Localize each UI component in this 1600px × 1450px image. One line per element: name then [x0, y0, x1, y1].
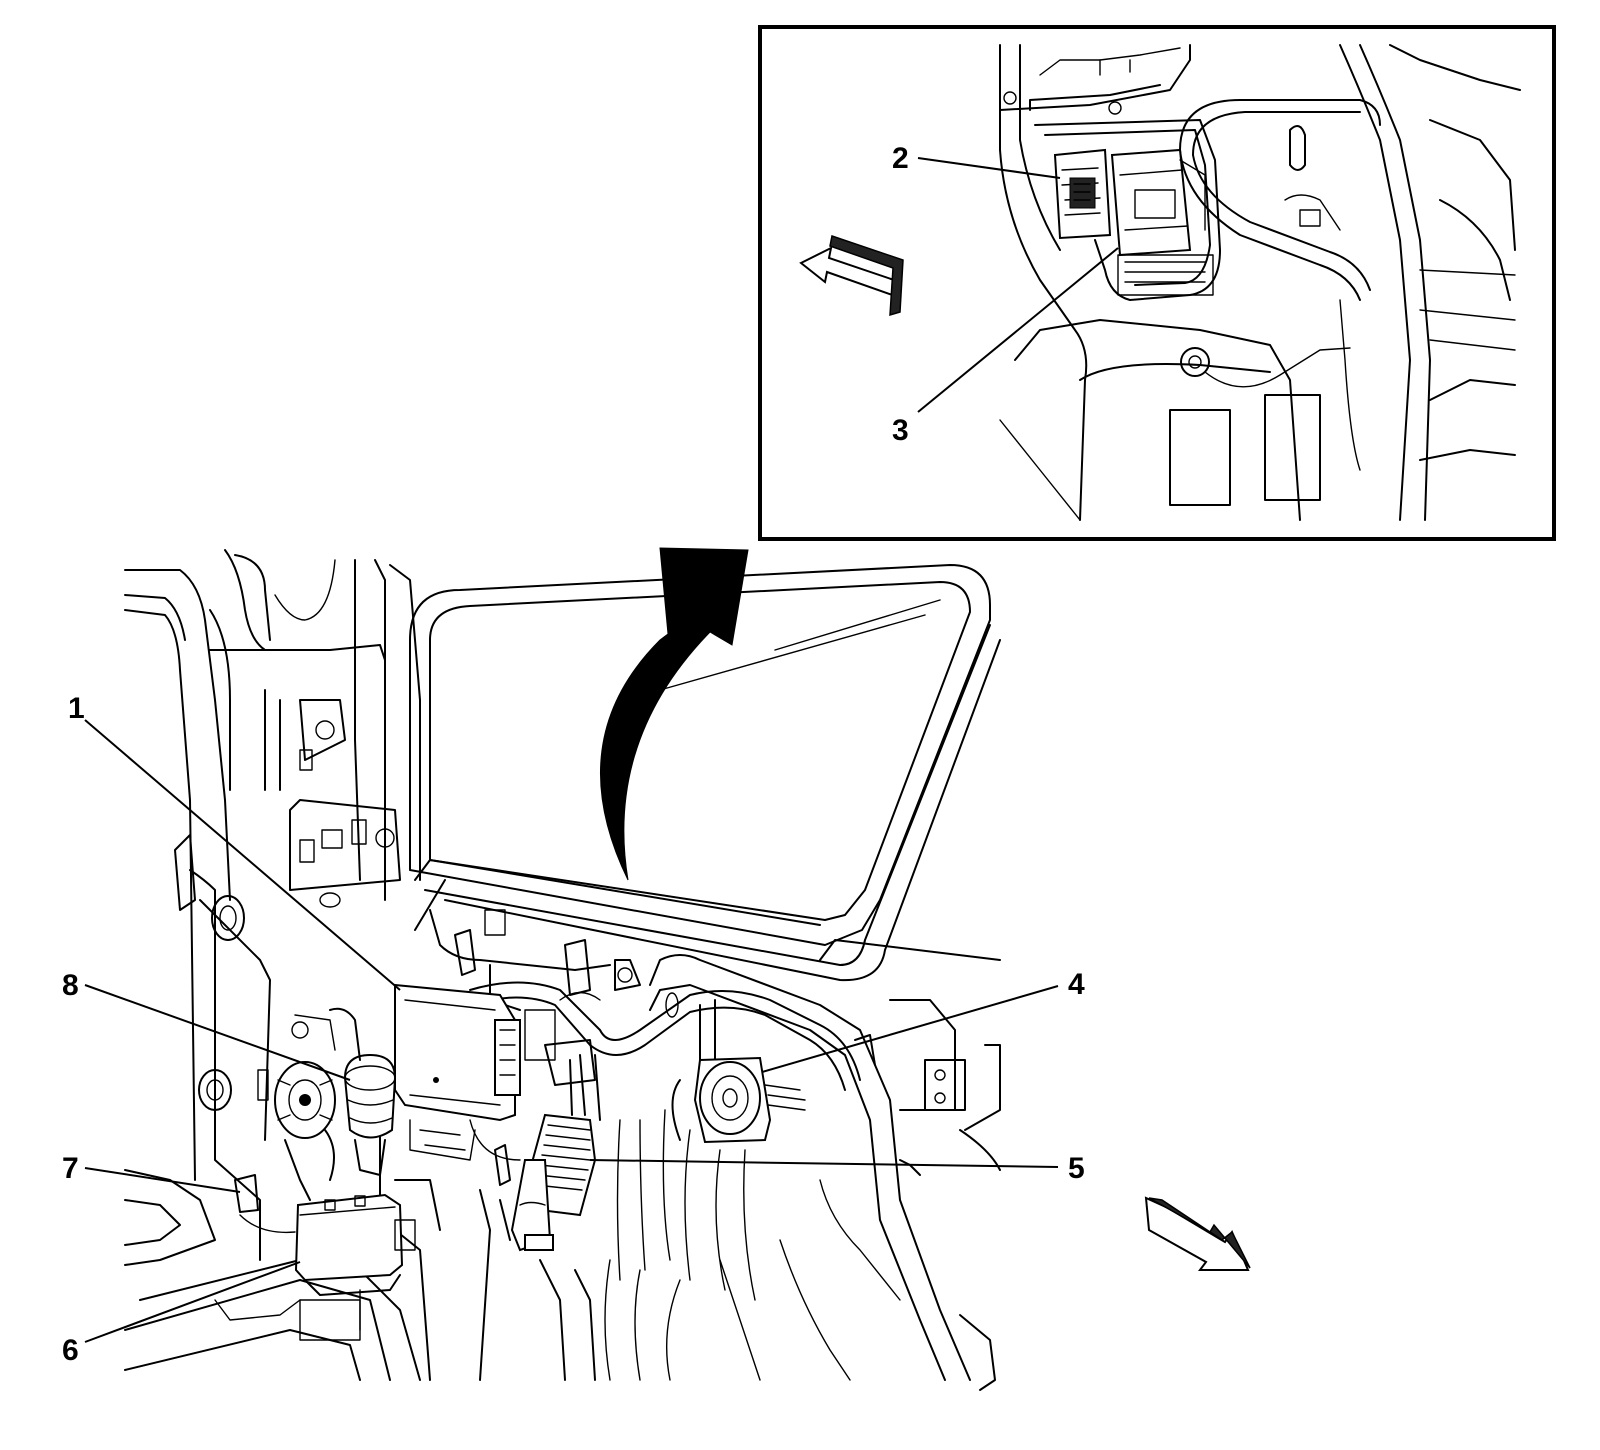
lower-body-structure — [379, 909, 1001, 1391]
callout-2: 2 — [892, 142, 909, 175]
leader-line-4 — [761, 985, 1059, 1073]
main-view — [84, 547, 1251, 1391]
leader-line-2 — [917, 157, 1061, 179]
motor-assembly — [257, 1061, 336, 1201]
leader-line-7 — [84, 1167, 241, 1193]
module-6 — [239, 1193, 416, 1331]
callout-4: 4 — [1068, 968, 1085, 1001]
callout-8: 8 — [62, 969, 79, 1002]
forward-direction-arrow-icon-main — [1144, 1196, 1251, 1271]
leader-line-8 — [84, 984, 351, 1081]
leader-line-5 — [589, 1159, 1059, 1168]
leader-line-1 — [84, 719, 401, 991]
leader-line-6 — [84, 1261, 301, 1343]
detail-view-curved-arrow-icon — [599, 547, 749, 881]
callout-5: 5 — [1068, 1152, 1085, 1185]
inset-detail-view — [758, 25, 1556, 541]
callout-3: 3 — [892, 414, 909, 447]
speaker-4 — [671, 1056, 806, 1144]
callout-7: 7 — [62, 1152, 79, 1185]
inset-module-2 — [1053, 148, 1112, 240]
inset-body-structure — [999, 44, 1521, 521]
inset-module-3 — [1110, 148, 1206, 257]
component-8 — [291, 1007, 397, 1176]
left-pillar-structure — [124, 549, 421, 1381]
window-opening-frame — [409, 564, 1001, 982]
fasteners — [174, 834, 591, 1213]
leader-line-3 — [917, 247, 1119, 413]
callout-1: 1 — [68, 692, 85, 725]
connector-5 — [510, 1054, 601, 1252]
forward-direction-arrow-icon — [799, 235, 904, 317]
callout-6: 6 — [62, 1334, 79, 1367]
module-1 — [394, 983, 596, 1161]
